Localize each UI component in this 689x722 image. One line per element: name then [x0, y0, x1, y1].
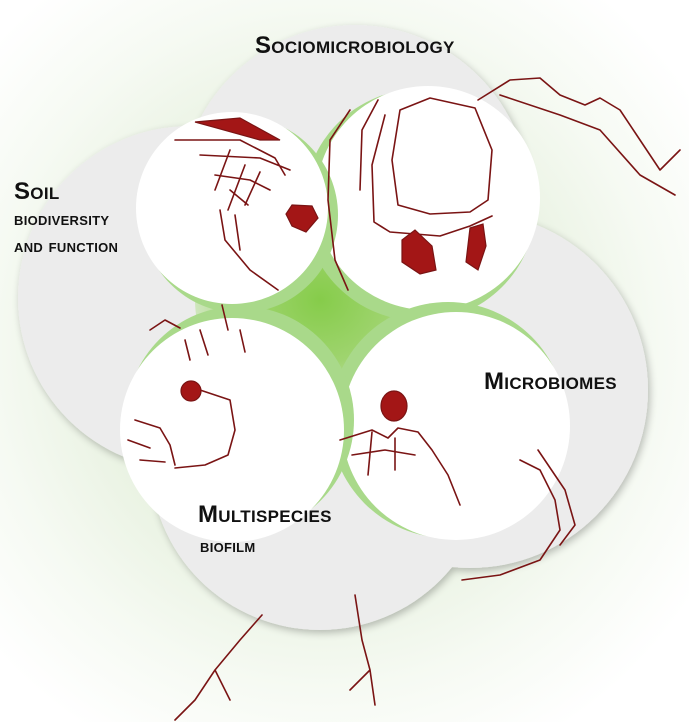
label-multispecies-line1: Multispecies: [198, 501, 332, 528]
biofilm-nucleus-icon: [181, 381, 201, 401]
label-soil: Soil biodiversity and function: [14, 180, 118, 256]
microbiome-nucleus-icon: [381, 391, 407, 421]
label-microbiomes-text: Microbiomes: [484, 368, 617, 395]
label-microbiomes: Microbiomes: [484, 370, 617, 394]
label-multispecies: Multispecies biofilm: [198, 503, 332, 556]
disk-microbiomes: [342, 312, 570, 540]
label-soil-line1: Soil: [14, 178, 60, 205]
label-sociomicrobiology-text: Sociomicrobiology: [255, 32, 455, 59]
label-multispecies-line2: biofilm: [200, 537, 332, 556]
label-sociomicrobiology: Sociomicrobiology: [255, 34, 455, 58]
label-soil-line2: biodiversity: [14, 210, 118, 229]
label-soil-line3: and function: [14, 237, 118, 256]
disk-sociomicrobiology: [316, 86, 540, 310]
